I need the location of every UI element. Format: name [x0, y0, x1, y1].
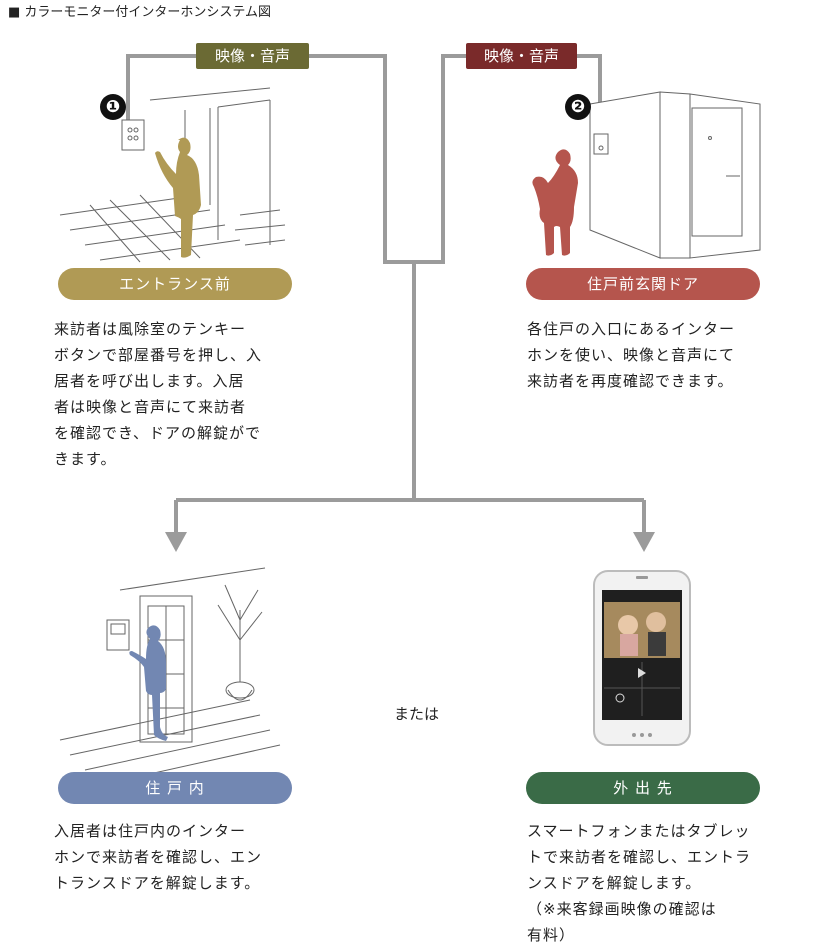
line-front-door [414, 54, 602, 264]
resident-silhouette [129, 625, 168, 741]
arrow-to-outside [633, 532, 655, 552]
node-label-front-door: 住戸前玄関ドア [526, 268, 760, 300]
node-label-inside: 住 戸 内 [58, 772, 292, 804]
arrow-to-inside [165, 532, 187, 552]
node-label-outside: 外 出 先 [526, 772, 760, 804]
desc-entrance: 来訪者は風除室のテンキー ボタンで部屋番号を押し、入 居者を呼び出します。入居 … [54, 320, 263, 468]
or-text: または [394, 705, 440, 723]
visitor-silhouette-entrance [155, 137, 201, 258]
visitor-silhouette-door [532, 149, 578, 256]
line-entrance [126, 54, 414, 264]
front-door-illustration [589, 91, 761, 259]
badge-two: ❷ [565, 94, 591, 120]
inside-illustration [59, 567, 281, 786]
desc-front-door: 各住戸の入口にあるインター ホンを使い、映像と音声にて 来訪者を再度確認できます… [527, 320, 736, 390]
tag-video-audio-left: 映像・音声 [196, 43, 309, 69]
desc-outside: スマートフォンまたはタブレッ トで来訪者を確認し、エントラ ンスドアを解錠します… [527, 822, 752, 944]
tag-video-audio-right: 映像・音声 [466, 43, 577, 69]
node-label-entrance: エントランス前 [58, 268, 292, 300]
badge-one: ❶ [100, 94, 126, 120]
phone-illustration [593, 570, 691, 746]
desc-inside: 入居者は住戸内のインター ホンで来訪者を確認し、エン トランスドアを解錠します。 [54, 822, 263, 892]
diagram-title: ■ カラーモニター付インターホンシステム図 [8, 5, 272, 20]
entrance-illustration [59, 87, 286, 263]
